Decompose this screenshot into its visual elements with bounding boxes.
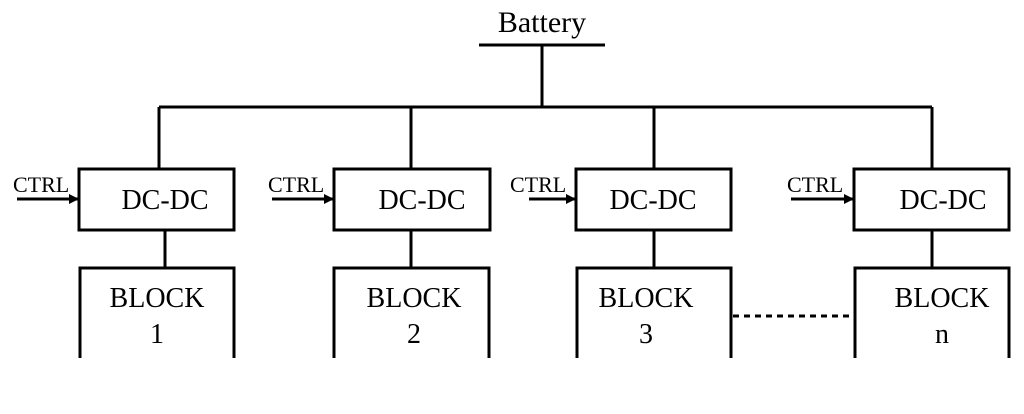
ctrl-label: CTRL xyxy=(268,172,324,197)
dcdc-label: DC-DC xyxy=(121,185,208,216)
ctrl-label: CTRL xyxy=(787,172,843,197)
block-number: 3 xyxy=(639,319,653,350)
load-block-box xyxy=(332,266,491,358)
block-label: BLOCK xyxy=(110,283,205,314)
ctrl-label: CTRL xyxy=(510,172,566,197)
block-label: BLOCK xyxy=(895,283,990,314)
dcdc-label: DC-DC xyxy=(378,185,465,216)
block-label: BLOCK xyxy=(367,283,462,314)
block-number: 1 xyxy=(150,319,164,350)
power-unit-2: DC-DC CTRL BLOCK 2 xyxy=(268,107,492,358)
power-unit-3: DC-DC CTRL BLOCK 3 xyxy=(510,107,733,358)
load-block-box xyxy=(575,266,733,358)
ctrl-label: CTRL xyxy=(13,172,69,197)
battery-label: Battery xyxy=(498,6,586,39)
load-block-box xyxy=(853,266,1011,358)
dcdc-converter-box xyxy=(77,167,236,232)
block-label: BLOCK xyxy=(599,283,694,314)
block-number: n xyxy=(935,319,949,350)
block-number: 2 xyxy=(407,319,421,350)
load-block-box xyxy=(78,266,236,358)
dcdc-label: DC-DC xyxy=(899,185,986,216)
power-unit-1: DC-DC CTRL BLOCK 1 xyxy=(13,107,236,358)
dcdc-label: DC-DC xyxy=(609,185,696,216)
power-unit-n: DC-DC CTRL BLOCK n xyxy=(787,107,1011,358)
